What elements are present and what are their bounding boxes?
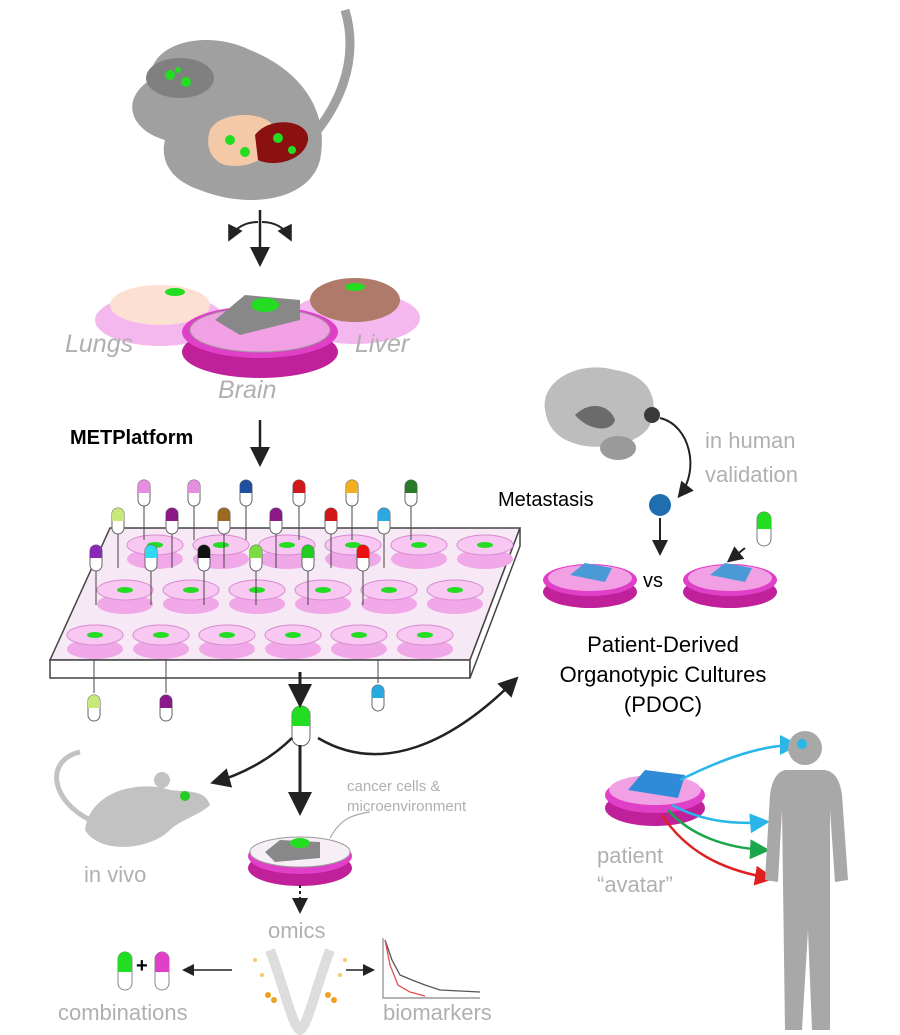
drug-capsule-icon	[197, 544, 211, 605]
drug-capsule-icon	[165, 507, 179, 568]
pdoc-label-line2: Organotypic Cultures	[559, 662, 767, 687]
well	[360, 579, 418, 614]
drug-capsule-icon	[292, 479, 306, 540]
well	[294, 579, 352, 614]
combinations-label: combinations	[58, 1000, 188, 1025]
drug-capsule-icon	[345, 479, 359, 540]
biomarkers-label: biomarkers	[383, 1000, 492, 1025]
in-vivo-label: in vivo	[84, 862, 147, 887]
human-validation-label-line1: in human	[705, 428, 796, 453]
drug-capsule-icon	[137, 479, 151, 540]
patient-avatar-label-line2: “avatar”	[597, 872, 673, 897]
mouse-illustration	[132, 8, 355, 200]
well	[330, 624, 388, 659]
discarded-drug-capsule-icon	[159, 694, 173, 722]
well	[456, 534, 514, 569]
omics-label: omics	[268, 918, 326, 943]
in-vivo-mouse-illustration	[54, 749, 210, 847]
drug-capsule-icon	[756, 511, 772, 547]
well	[132, 624, 190, 659]
discarded-drug-capsule-icon	[87, 694, 101, 722]
drug-capsule-icon	[301, 544, 315, 605]
well	[198, 624, 256, 659]
well	[390, 534, 448, 569]
well	[264, 624, 322, 659]
well	[426, 579, 484, 614]
drug-capsule-icon	[144, 544, 158, 605]
patient-avatar-label-line1: patient	[597, 843, 664, 868]
well	[324, 534, 382, 569]
cancer-cells-label-line2: microenvironment	[347, 798, 467, 815]
discarded-drug-capsule-icon	[371, 684, 385, 712]
patient-silhouette	[765, 731, 848, 1030]
well	[96, 579, 154, 614]
survival-curve-icon	[382, 938, 481, 999]
pdoc-dish-control	[543, 563, 637, 608]
drug-capsule-icon	[269, 507, 283, 568]
brain-label: Brain	[218, 376, 277, 404]
drug-capsule-icon	[377, 507, 391, 568]
drug-capsule-icon	[89, 544, 103, 605]
combination-capsules-icon	[117, 951, 170, 991]
volcano-plot-icon	[253, 948, 347, 1035]
well	[258, 534, 316, 569]
metastasis-sample	[649, 494, 671, 516]
lungs-label: Lungs	[65, 330, 134, 358]
drug-capsule-icon	[356, 544, 370, 605]
drug-capsule-icon	[239, 479, 253, 540]
human-brain-illustration	[544, 367, 660, 460]
drug-capsule-icon	[324, 507, 338, 568]
plus-sign: +	[136, 955, 148, 977]
selected-drug-capsule-icon	[291, 705, 311, 747]
brain-dish	[182, 295, 338, 378]
human-validation-label-line2: validation	[705, 462, 798, 487]
liver-label: Liver	[355, 330, 410, 358]
cancer-cells-label-line1: cancer cells &	[347, 778, 441, 795]
vs-label: vs	[643, 570, 663, 592]
well	[396, 624, 454, 659]
pdoc-dish-treated	[683, 563, 777, 608]
patient-avatar-dish	[605, 770, 705, 826]
well	[228, 579, 286, 614]
metastasis-label: Metastasis	[498, 489, 594, 511]
well	[162, 579, 220, 614]
pdoc-label-line3: (PDOC)	[623, 692, 703, 717]
drug-capsule-icon	[404, 479, 418, 540]
drug-capsule-icon	[111, 507, 125, 568]
metplatform-label: METPlatform	[70, 427, 194, 449]
drug-capsule-icon	[187, 479, 201, 540]
well	[66, 624, 124, 659]
drug-capsule-icon	[249, 544, 263, 605]
organotypic-dish	[248, 811, 371, 886]
pdoc-label-line1: Patient-Derived	[587, 632, 739, 657]
drug-capsule-icon	[217, 507, 231, 568]
